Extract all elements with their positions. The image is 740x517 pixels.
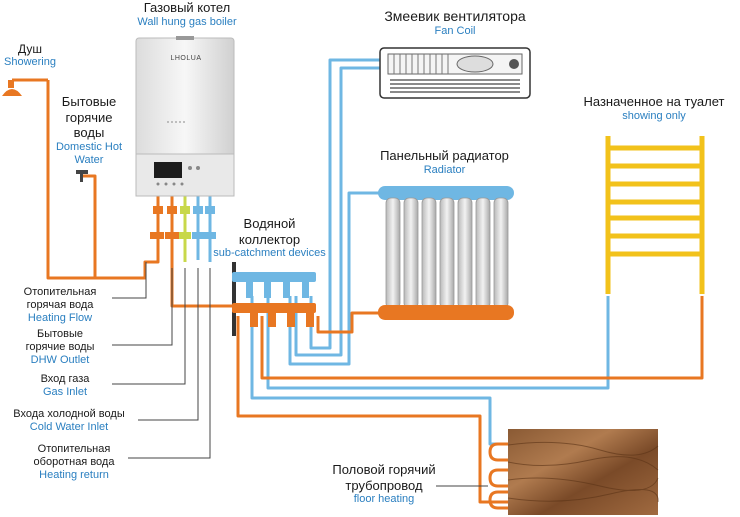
gas-inlet-label: Вход газа Gas Inlet	[20, 373, 110, 399]
boiler-label-en: Wall hung gas boiler	[137, 15, 237, 28]
heating-flow-label-ru-2: горячая вода	[26, 299, 94, 312]
water-collector	[232, 262, 316, 336]
pipe-heating-flow	[48, 196, 160, 280]
boiler-label-ru: Газовый котел	[143, 0, 231, 15]
gas-inlet-label-en: Gas Inlet	[42, 386, 88, 399]
towel-rail	[605, 136, 705, 294]
dhw-label: Бытовые горячие воды Domestic Hot Water	[44, 94, 134, 167]
leader-lines	[112, 262, 488, 487]
shower-label-ru: Душ	[17, 42, 43, 56]
pipe-radiator-bottom	[316, 311, 392, 334]
dhw-outlet-label-en: DHW Outlet	[30, 354, 90, 367]
dhw-label-en-1: Domestic Hot	[55, 140, 123, 153]
pipe-towel-supply	[260, 296, 704, 380]
dhw-tap	[76, 170, 88, 182]
shower-head	[2, 80, 22, 96]
heating-flow-label-ru-1: Отопительная	[23, 286, 97, 298]
cold-inlet-label: Входа холодной воды Cold Water Inlet	[2, 408, 136, 434]
floor-heating-label-en: floor heating	[353, 493, 415, 506]
dhw-label-ru-2: горячие	[65, 109, 113, 125]
floor-heating	[488, 429, 659, 515]
dhw-outlet-label-ru-1: Бытовые	[36, 328, 84, 340]
heating-return-label-en: Heating return	[39, 469, 109, 482]
radiator-label-en: Radiator	[423, 163, 466, 176]
boiler-display	[154, 162, 182, 178]
cold-inlet-label-en: Cold Water Inlet	[29, 421, 109, 434]
boiler-valves	[150, 206, 216, 239]
towel-label-ru: Назначенное на туалет	[583, 94, 725, 109]
collector-label-en: sub-catchment devices	[213, 247, 326, 260]
dhw-label-en-2: Water	[74, 153, 104, 166]
dhw-label-ru-3: воды	[73, 125, 105, 141]
dhw-outlet-label: Бытовые горячие воды DHW Outlet	[10, 328, 110, 368]
radiator-label: Панельный радиатор Radiator	[362, 148, 527, 177]
gas-boiler	[135, 36, 235, 197]
towel-label: Назначенное на туалет showing only	[568, 94, 740, 123]
pipe-fancoil-supply	[309, 58, 392, 350]
fancoil-label-en: Fan Coil	[434, 24, 476, 37]
floor-heating-label-ru-2: трубопровод	[345, 477, 423, 493]
pipe-radiator-top	[288, 191, 392, 366]
dhw-outlet-label-ru-2: горячие воды	[25, 341, 95, 354]
boiler-label: Газовый котел Wall hung gas boiler	[122, 0, 252, 29]
heating-return-label: Отопительная оборотная вода Heating retu…	[20, 443, 128, 483]
towel-label-en: showing only	[622, 109, 686, 122]
gas-inlet-label-ru: Вход газа	[40, 373, 90, 385]
pipe-fancoil-return	[294, 66, 392, 357]
heating-return-label-ru-2: оборотная вода	[33, 456, 115, 469]
fancoil-label-ru: Змеевик вентилятора	[384, 8, 526, 24]
shower-label-en: Showering	[4, 56, 56, 69]
fancoil-label: Змеевик вентилятора Fan Coil	[360, 8, 550, 38]
radiator-label-ru: Панельный радиатор	[380, 148, 509, 163]
fan-coil-unit	[379, 47, 531, 99]
collector-label-ru-1: Водяной	[243, 216, 296, 231]
floor-heating-label: Половой горячий трубопровод floor heatin…	[318, 462, 450, 506]
pipe-towel-return	[266, 296, 610, 390]
shower-label: Душ Showering	[0, 42, 60, 70]
floor-heating-label-ru-1: Половой горячий	[332, 462, 436, 477]
boiler-brand: LHOLUA	[170, 55, 202, 62]
heating-flow-label: Отопительная горячая вода Heating Flow	[10, 286, 110, 326]
heating-flow-label-en: Heating Flow	[27, 312, 93, 325]
dhw-label-ru-1: Бытовые	[61, 94, 117, 109]
cold-inlet-label-ru: Входа холодной воды	[13, 408, 125, 420]
collector-label: Водяной коллектор sub-catchment devices	[212, 216, 327, 260]
collector-label-ru-2: коллектор	[238, 231, 301, 247]
heating-return-label-ru-1: Отопительная	[37, 443, 111, 455]
panel-radiator	[378, 186, 514, 320]
